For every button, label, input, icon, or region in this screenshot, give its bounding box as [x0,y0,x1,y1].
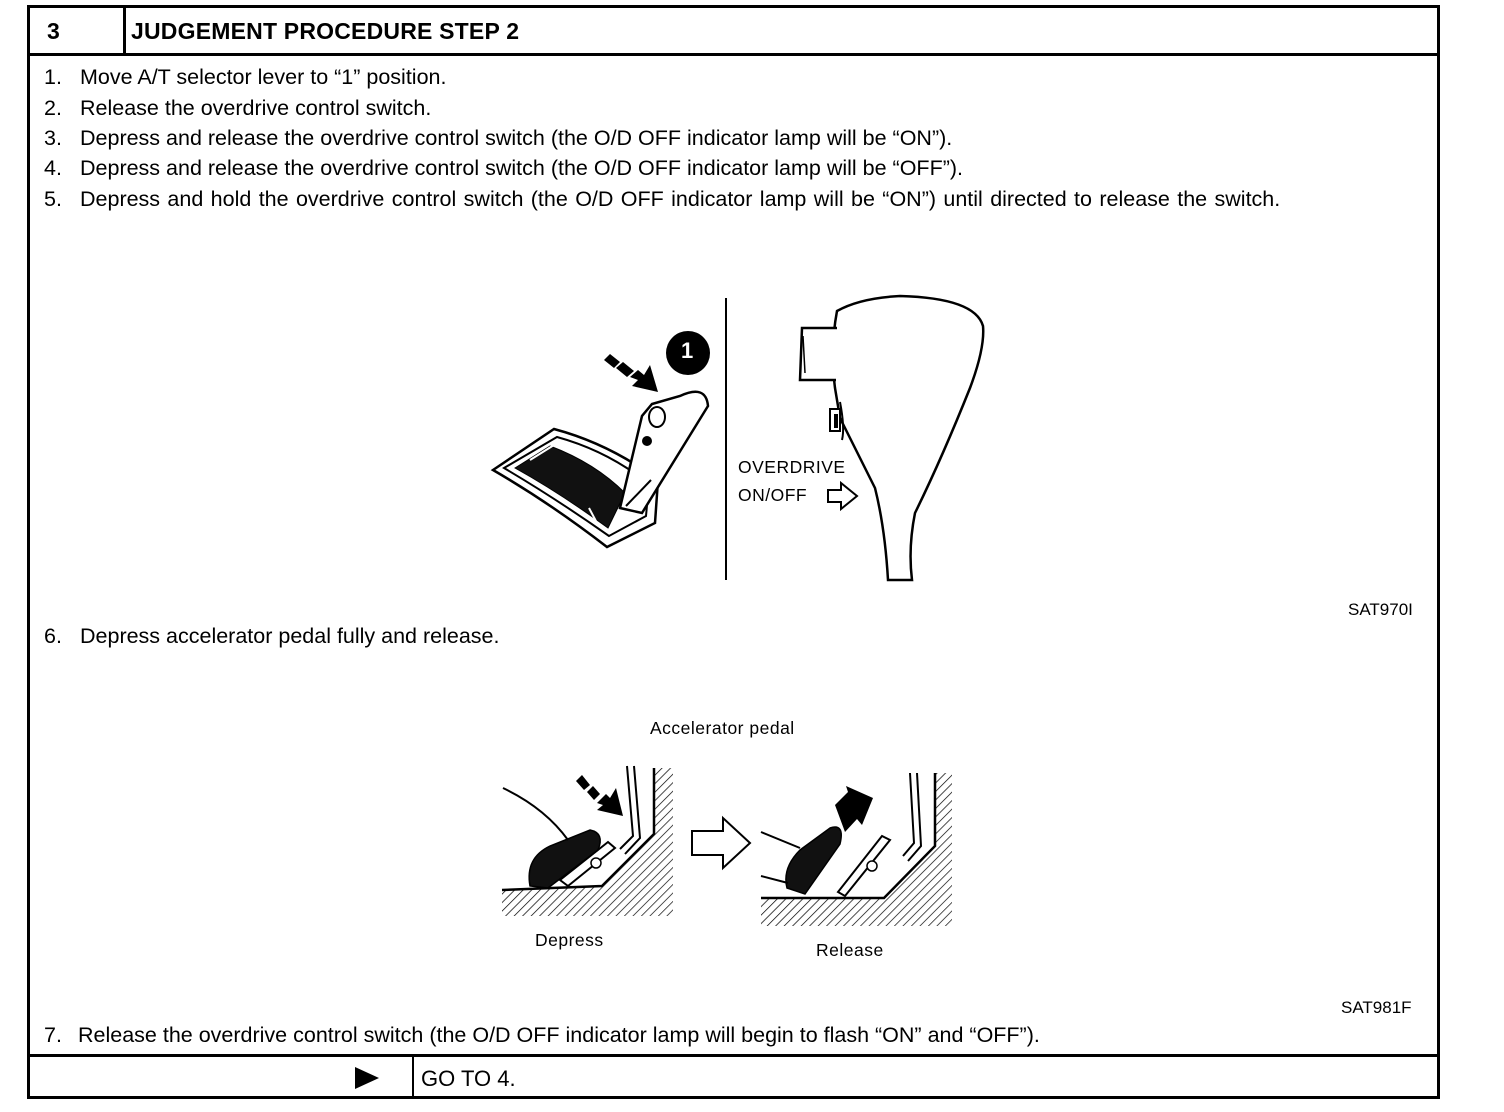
goto-text: GO TO 4. [421,1066,516,1091]
accelerator-pedal-illustration [501,765,952,926]
step-item-number: 1. [44,65,62,89]
selector-lever-illustration [490,294,985,582]
header-row: 3 JUDGEMENT PROCEDURE STEP 2 [30,8,1437,56]
step-item-text: Depress and hold the overdrive control s… [80,187,1281,211]
step-item-number: 6. [44,624,62,648]
step-item-text: Depress and release the overdrive contro… [80,156,963,180]
step-item-text: Depress accelerator pedal fully and rele… [80,624,500,648]
on-off-label: ON/OFF [738,485,808,505]
position-marker-number: 1 [681,338,694,363]
step-item-number: 7. [44,1023,62,1047]
step-title: JUDGEMENT PROCEDURE STEP 2 [131,18,520,44]
play-arrow-icon [355,1067,379,1089]
step-item-number: 3. [44,126,62,150]
footer-divider [412,1057,414,1099]
step-item-number: 4. [44,156,62,180]
step-item-text: Release the overdrive control switch. [80,96,432,120]
step-item-number: 2. [44,96,62,120]
step-item-text: Move A/T selector lever to “1” position. [80,65,447,89]
header-divider [123,8,126,53]
accelerator-pedal-title: Accelerator pedal [650,718,795,738]
step-number: 3 [47,18,60,44]
depress-label: Depress [535,930,604,950]
position-marker-circle [666,331,710,375]
step-item-text: Depress and release the overdrive contro… [80,126,953,150]
footer-row: GO TO 4. [30,1054,1437,1099]
step-item-number: 5. [44,187,62,211]
overdrive-label: OVERDRIVE [738,457,846,477]
step-item-text: Release the overdrive control switch (th… [78,1023,1040,1047]
figure1-code: SAT970I [1348,600,1413,619]
figure2-code: SAT981F [1341,998,1412,1017]
procedure-table: 3 JUDGEMENT PROCEDURE STEP 2 1. Move A/T… [27,5,1440,1099]
release-label: Release [816,940,884,960]
